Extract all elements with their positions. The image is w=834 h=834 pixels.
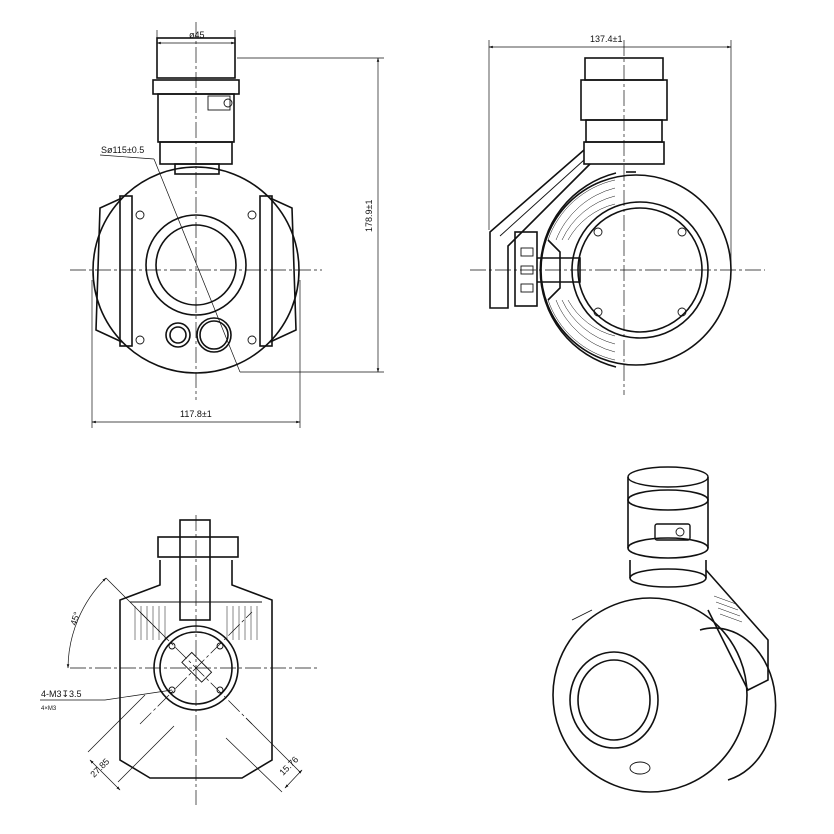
- offset-left-dim: 27.85: [88, 756, 111, 779]
- ball-diameter-dim: Sø115±0.5: [101, 145, 144, 155]
- top-diameter-dim: ø45: [189, 30, 205, 40]
- holes-dim: 4-M3↧3.5: [41, 689, 82, 699]
- front-view: Sø115±0.5 ø45 178.9±1 117.8±1: [70, 22, 384, 428]
- side-view: 137.4±1: [470, 34, 765, 395]
- isometric-view: [552, 466, 777, 793]
- angle-dim: 45°: [68, 610, 82, 626]
- side-width-dim: 137.4±1: [590, 34, 622, 44]
- bottom-view: 45° 4-M3↧3.5 4×M3 27.85 15.76: [40, 515, 320, 805]
- front-width-dim: 117.8±1: [180, 409, 212, 419]
- height-dim: 178.9±1: [364, 200, 374, 232]
- offset-right-dim: 15.76: [277, 754, 300, 777]
- holes-note: 4×M3: [41, 706, 57, 712]
